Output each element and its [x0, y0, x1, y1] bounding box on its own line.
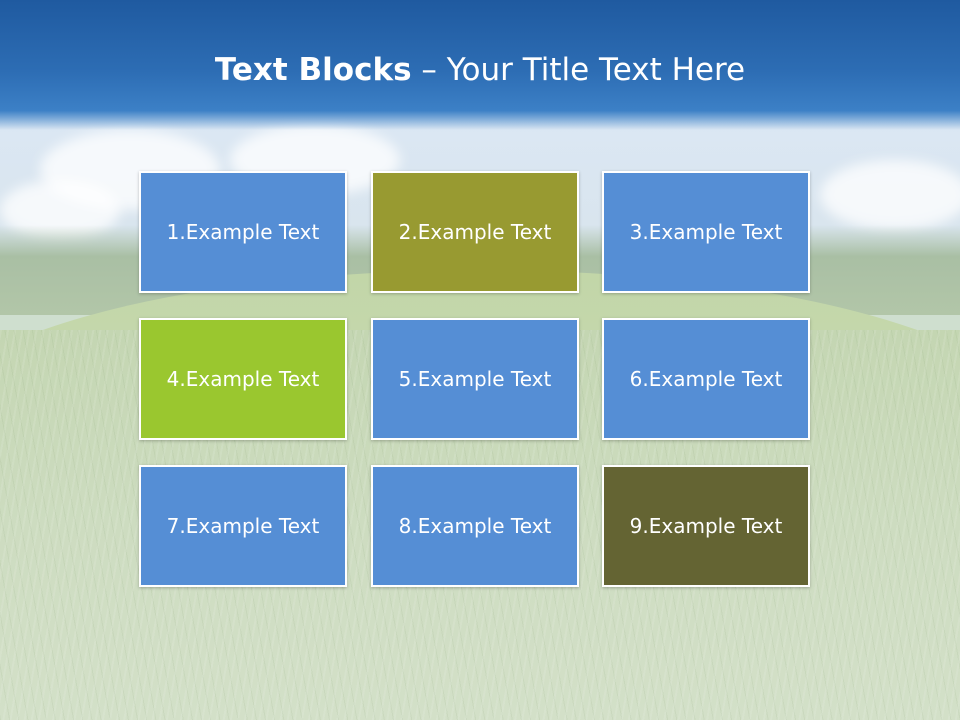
text-block-label: 7.Example Text: [166, 514, 320, 538]
title-rest: Your Title Text Here: [446, 52, 746, 88]
slide-title: Text Blocks – Your Title Text Here: [0, 52, 960, 88]
text-block-8: 8.Example Text: [371, 465, 579, 587]
title-dash: –: [411, 52, 447, 88]
text-block-label: 3.Example Text: [629, 220, 783, 244]
text-block-5: 5.Example Text: [371, 318, 579, 440]
cloud: [820, 160, 960, 230]
text-block-7: 7.Example Text: [139, 465, 347, 587]
text-block-9: 9.Example Text: [602, 465, 810, 587]
text-block-label: 6.Example Text: [629, 367, 783, 391]
title-bold: Text Blocks: [214, 52, 412, 88]
text-block-1: 1.Example Text: [139, 171, 347, 293]
text-block-label: 1.Example Text: [166, 220, 320, 244]
title-band: [0, 0, 960, 130]
text-block-label: 5.Example Text: [398, 367, 552, 391]
text-block-label: 8.Example Text: [398, 514, 552, 538]
text-block-label: 9.Example Text: [629, 514, 783, 538]
text-block-label: 2.Example Text: [398, 220, 552, 244]
text-block-3: 3.Example Text: [602, 171, 810, 293]
text-block-4: 4.Example Text: [139, 318, 347, 440]
text-block-2: 2.Example Text: [371, 171, 579, 293]
text-block-6: 6.Example Text: [602, 318, 810, 440]
text-block-label: 4.Example Text: [166, 367, 320, 391]
